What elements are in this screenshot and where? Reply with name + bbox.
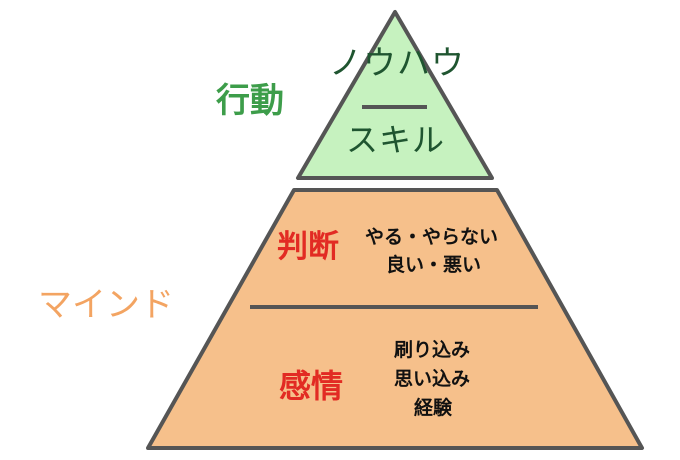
judgment-line-2: 良い・悪い	[386, 254, 482, 276]
emotion-line-2: 思い込み	[394, 368, 471, 390]
mind-label: マインド	[38, 285, 174, 325]
knowhow-label: ノウハウ	[329, 43, 465, 82]
judgment-line-1: やる・やらない	[365, 226, 499, 248]
skill-label: スキル	[346, 121, 446, 159]
emotion-line-3: 経験	[414, 397, 453, 419]
emotion-line-1: 刷り込み	[394, 339, 471, 361]
pyramid-bottom-trapezoid	[146, 188, 644, 450]
action-label: 行動	[216, 81, 284, 121]
pyramid-top-triangle	[296, 10, 494, 180]
judgment-title: 判断	[277, 229, 339, 265]
emotion-title: 感情	[279, 367, 344, 405]
